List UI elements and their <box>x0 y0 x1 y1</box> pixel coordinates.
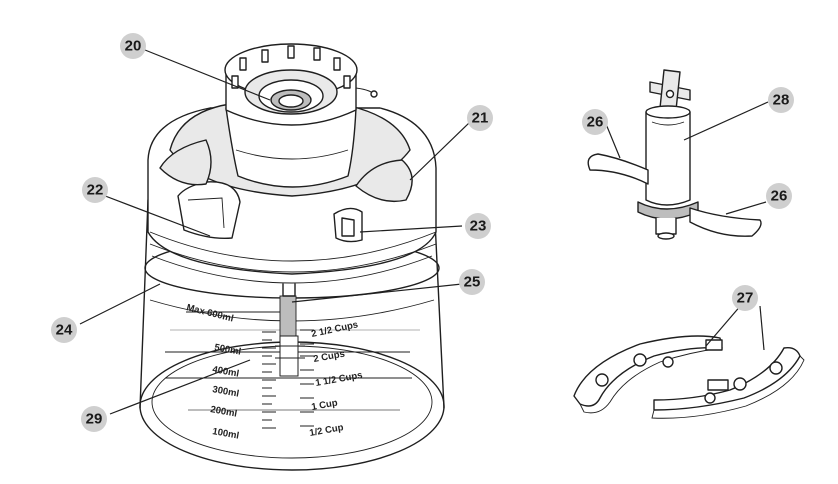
svg-text:28: 28 <box>773 92 790 109</box>
scale-label-2-cups: 2 Cups <box>313 349 346 365</box>
callout-20: 20 <box>120 33 146 59</box>
callout-26-upper: 26 <box>582 109 608 135</box>
svg-text:22: 22 <box>87 182 104 199</box>
svg-text:29: 29 <box>86 411 103 428</box>
callout-29: 29 <box>81 406 107 432</box>
leader-lines <box>79 47 769 415</box>
top-ring-assembly <box>224 43 378 126</box>
callout-28: 28 <box>768 87 794 113</box>
callout-27: 27 <box>732 285 758 311</box>
scale-label-100ml: 100ml <box>211 426 239 442</box>
svg-text:25: 25 <box>464 274 481 291</box>
svg-text:27: 27 <box>737 290 754 307</box>
svg-text:24: 24 <box>56 322 73 339</box>
svg-text:23: 23 <box>470 218 487 235</box>
scale-label-2-1-2-cups: 2 1/2 Cups <box>310 319 359 340</box>
storage-plates <box>573 335 805 419</box>
svg-text:26: 26 <box>587 114 604 131</box>
callout-21: 21 <box>467 105 493 131</box>
scale-label-1-1-2-cups: 1 1/2 Cups <box>315 370 364 389</box>
callout-23: 23 <box>465 213 491 239</box>
scale-label-400ml: 400ml <box>211 364 239 380</box>
svg-text:26: 26 <box>771 188 788 205</box>
scale-label-1-cup: 1 Cup <box>311 398 339 413</box>
blade-assembly <box>587 69 762 240</box>
callout-25: 25 <box>459 269 485 295</box>
callout-24: 24 <box>51 317 77 343</box>
callout-26-lower: 26 <box>766 183 792 209</box>
scale-label-200ml: 200ml <box>209 404 237 420</box>
scale-label-500ml: 500ml <box>213 342 241 358</box>
scale-label-1-2-cup: 1/2 Cup <box>309 422 345 439</box>
callout-22: 22 <box>82 177 108 203</box>
svg-text:21: 21 <box>472 110 489 127</box>
svg-text:20: 20 <box>125 38 142 55</box>
lid-assembly <box>147 99 437 284</box>
scale-label-300ml: 300ml <box>211 384 239 400</box>
scale-label-max-600ml: Max 600ml <box>185 302 234 324</box>
